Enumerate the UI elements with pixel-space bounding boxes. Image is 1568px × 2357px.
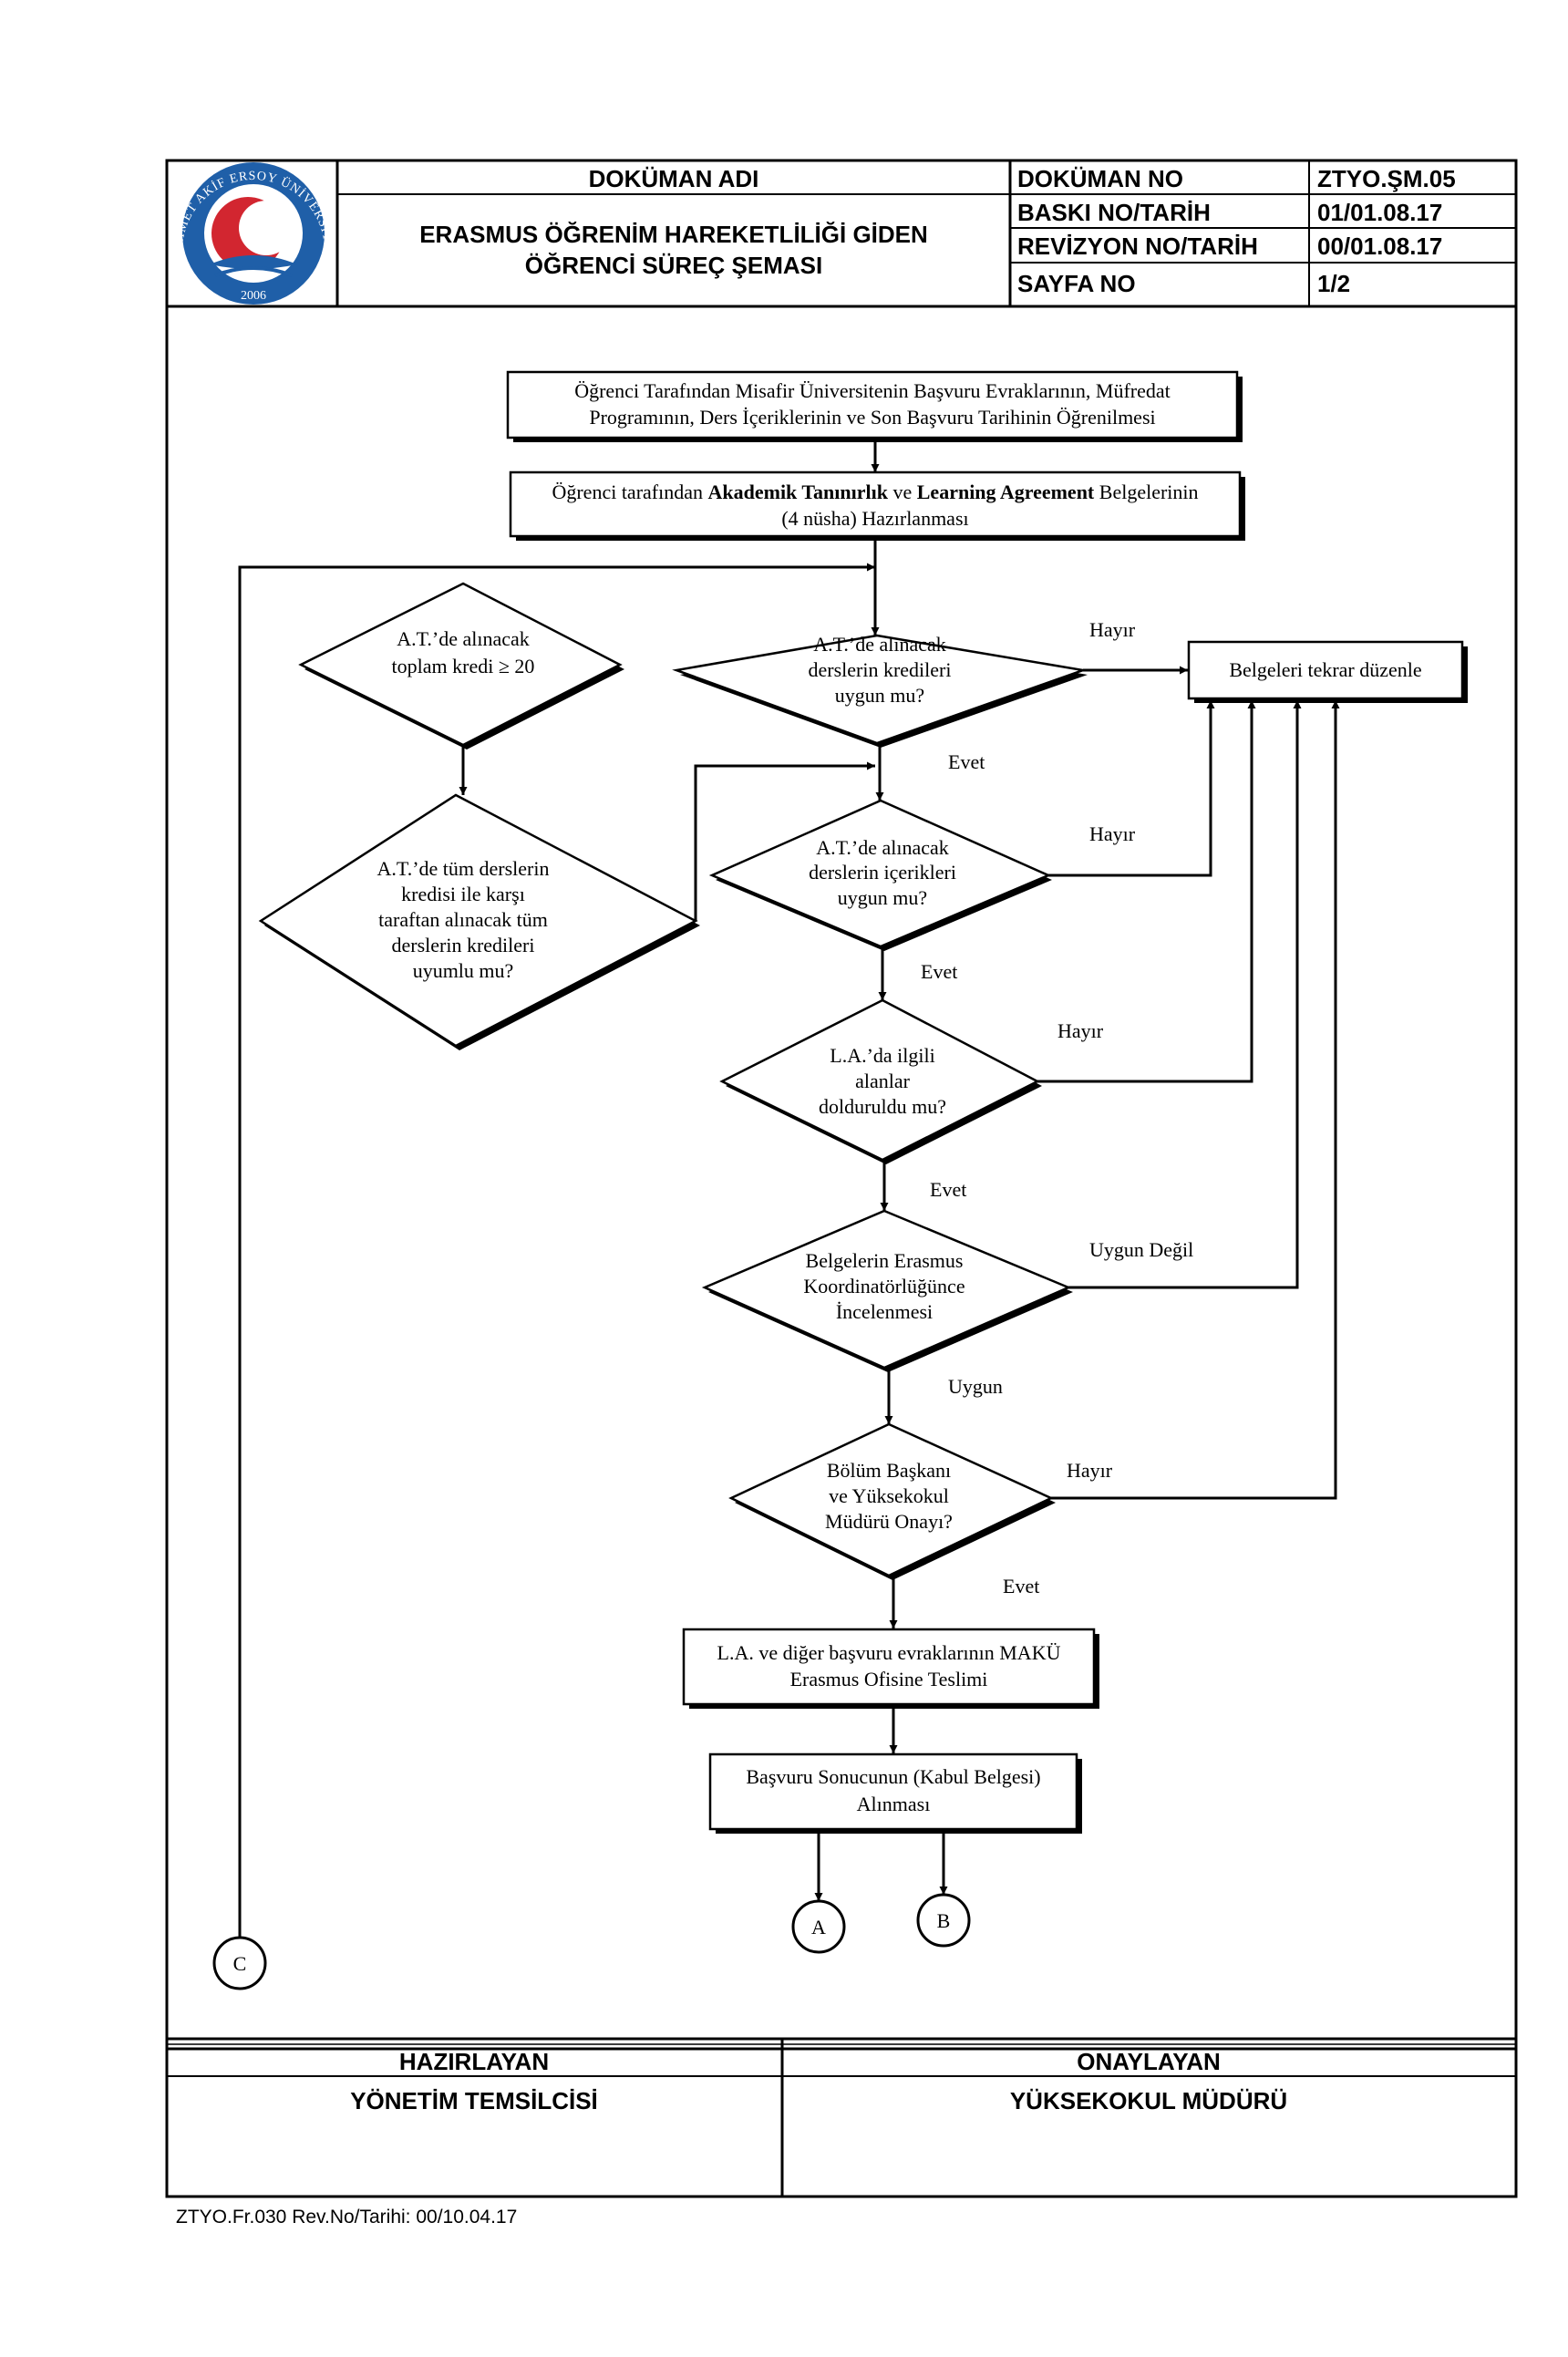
connector-b: B (916, 1893, 971, 1948)
decision-coordinator-review: Belgelerin Erasmus Koordinatörlüğünce İn… (701, 1209, 1073, 1372)
redo-documents-box: Belgeleri tekrar düzenle (1187, 640, 1468, 703)
page-value: 1/2 (1317, 270, 1350, 297)
label-no-la: Hayır (1057, 1019, 1104, 1042)
step2-line2: (4 nüsha) Hazırlanması (781, 507, 968, 530)
print-label: BASKI NO/TARİH (1017, 199, 1211, 226)
label-suitable: Uygun (948, 1375, 1003, 1398)
approval-line1: Bölüm Başkanı (827, 1459, 951, 1482)
label-yes-approval: Evet (1003, 1575, 1039, 1597)
footer-table (165, 2037, 1518, 2198)
print-value: 01/01.08.17 (1317, 199, 1442, 226)
step1-line1: Öğrenci Tarafından Misafir Üniversitenin… (574, 379, 1171, 402)
la-fields-line3: dolduruldu mu? (819, 1095, 946, 1118)
svg-text:B: B (937, 1909, 951, 1932)
compat-line3: taraftan alınacak tüm (378, 908, 548, 931)
form-code: ZTYO.Fr.030 Rev.No/Tarihi: 00/10.04.17 (176, 2207, 517, 2228)
label-yes-credits: Evet (948, 750, 985, 773)
connector-c: C (212, 1936, 267, 1990)
label-no-content: Hayır (1089, 822, 1136, 845)
redo-box-label: Belgeleri tekrar düzenle (1229, 658, 1421, 681)
course-credits-line2: derslerin kredileri (809, 658, 952, 681)
course-content-line1: A.T.’de alınacak (816, 836, 949, 859)
decision-la-fields: L.A.’da ilgili alanlar dolduruldu mu? (719, 998, 1042, 1164)
total-credits-line1: A.T.’de alınacak (397, 627, 530, 650)
flow-connectors (238, 442, 1340, 1957)
step-prepare-documents: Öğrenci tarafından Akademik Tanınırlık v… (509, 470, 1245, 541)
decision-head-approval: Bölüm Başkanı ve Yüksekokul Müdürü Onayı… (728, 1422, 1056, 1580)
doc-no-label: DOKÜMAN NO (1017, 165, 1183, 192)
revision-value: 00/01.08.17 (1317, 233, 1442, 260)
svg-text:A: A (811, 1916, 826, 1938)
approved-value: YÜKSEKOKUL MÜDÜRÜ (1010, 2087, 1287, 2114)
step2-line1: Öğrenci tarafından Akademik Tanınırlık v… (552, 481, 1198, 503)
doc-title-line1: ERASMUS ÖĞRENİM HAREKETLİLİĞİ GİDEN (419, 221, 928, 248)
label-yes-la: Evet (930, 1178, 966, 1201)
decision-course-content: A.T.’de alınacak derslerin içerikleri uy… (708, 799, 1052, 951)
result-line2: Alınması (857, 1793, 931, 1815)
step-submit-documents: L.A. ve diğer başvuru evraklarının MAKÜ … (682, 1628, 1099, 1709)
step1-line2: Programının, Ders İçeriklerinin ve Son B… (589, 406, 1155, 429)
decision-total-credits: A.T.’de alınacak toplam kredi ≥ 20 (298, 582, 624, 749)
connector-a: A (791, 1899, 846, 1954)
la-fields-line2: alanlar (855, 1070, 911, 1092)
doc-name-label: DOKÜMAN ADI (589, 165, 759, 192)
coordinator-line1: Belgelerin Erasmus (806, 1249, 964, 1272)
result-line1: Başvuru Sonucunun (Kabul Belgesi) (746, 1765, 1040, 1788)
coordinator-line2: Koordinatörlüğünce (803, 1275, 965, 1297)
body-frame (165, 306, 1518, 2051)
label-no-credits: Hayır (1089, 618, 1136, 641)
doc-no-value: ZTYO.ŞM.05 (1317, 165, 1456, 192)
approved-label: ONAYLAYAN (1077, 2048, 1221, 2075)
prepared-value: YÖNETİM TEMSİLCİSİ (350, 2087, 598, 2114)
coordinator-line3: İncelenmesi (836, 1300, 933, 1323)
submit-line2: Erasmus Ofisine Teslimi (790, 1668, 988, 1690)
la-fields-line1: L.A.’da ilgili (830, 1044, 934, 1067)
doc-title-line2: ÖĞRENCİ SÜREÇ ŞEMASI (525, 252, 823, 279)
step-receive-result: Başvuru Sonucunun (Kabul Belgesi) Alınma… (708, 1752, 1082, 1834)
compat-line2: kredisi ile karşı (401, 883, 525, 905)
step-learn-documents: Öğrenci Tarafından Misafir Üniversitenin… (506, 370, 1243, 442)
svg-text:C: C (233, 1952, 247, 1975)
label-yes-content: Evet (921, 960, 957, 983)
course-credits-line3: uygun mu? (835, 684, 924, 707)
label-no-approval: Hayır (1067, 1459, 1113, 1482)
approval-line3: Müdürü Onayı? (825, 1510, 953, 1533)
approval-line2: ve Yüksekokul (829, 1484, 949, 1507)
course-content-line2: derslerin içerikleri (809, 861, 956, 884)
course-credits-line1: A.T.’de alınacak (813, 633, 946, 656)
total-credits-line2: toplam kredi ≥ 20 (392, 655, 535, 677)
header-table (165, 159, 1518, 308)
compat-line5: uyumlu mu? (413, 959, 514, 982)
prepared-label: HAZIRLAYAN (399, 2048, 549, 2075)
seal-year: 2006 (241, 289, 266, 303)
label-not-suitable: Uygun Değil (1089, 1238, 1193, 1261)
decision-credits-compatible: A.T.’de tüm derslerin kredisi ile karşı … (258, 793, 700, 1050)
submit-line1: L.A. ve diğer başvuru evraklarının MAKÜ (717, 1641, 1061, 1664)
compat-line1: A.T.’de tüm derslerin (377, 857, 550, 880)
page-label: SAYFA NO (1017, 270, 1136, 297)
revision-label: REVİZYON NO/TARİH (1017, 233, 1258, 260)
course-content-line3: uygun mu? (838, 886, 927, 909)
decision-course-credits: A.T.’de alınacak derslerin kredileri uyg… (672, 633, 1088, 748)
compat-line4: derslerin kredileri (392, 934, 535, 956)
